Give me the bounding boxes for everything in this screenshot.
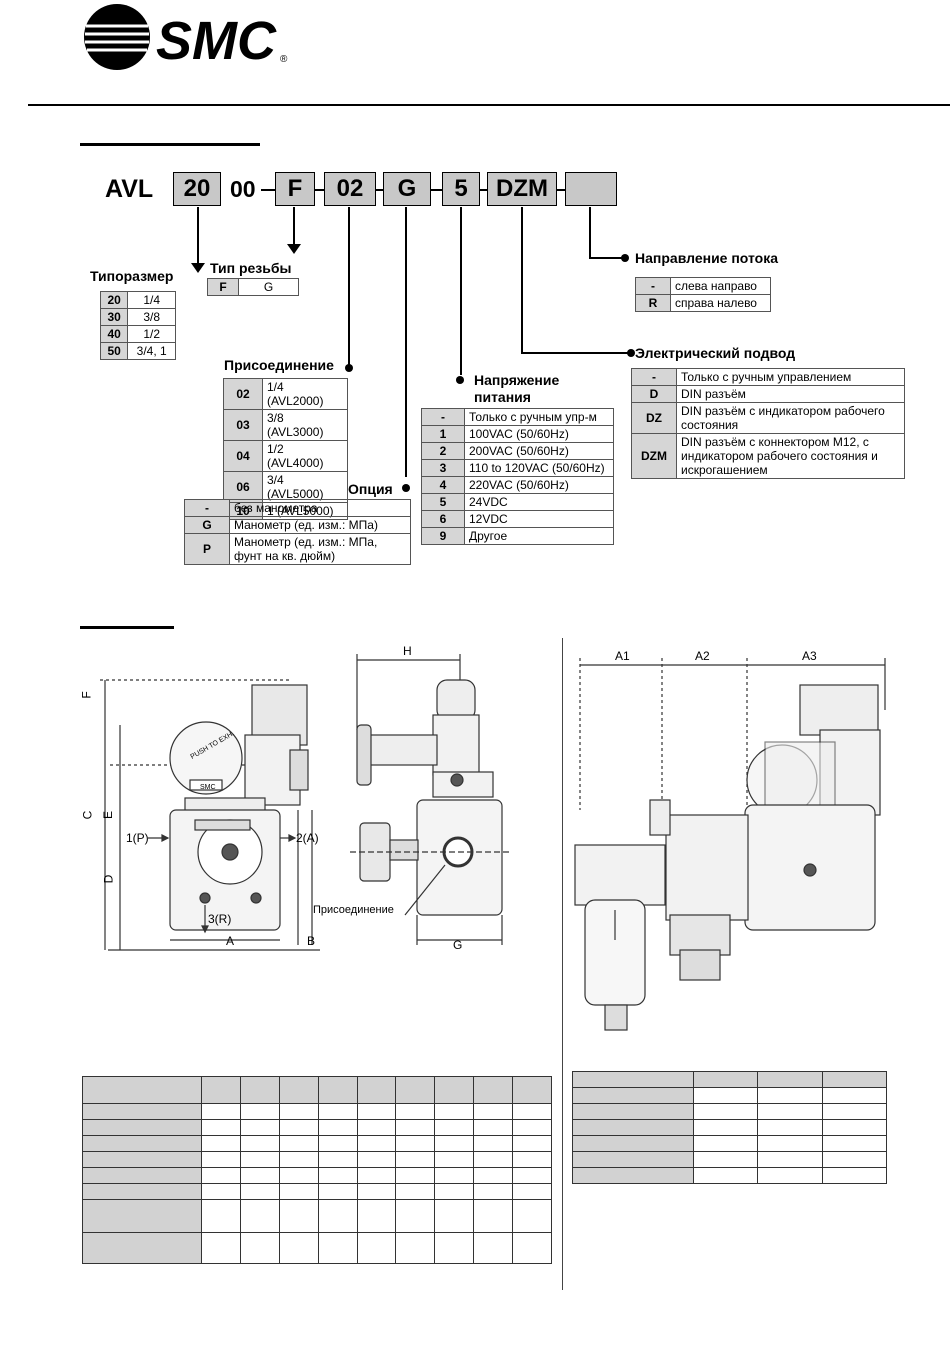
code-dash: [556, 189, 565, 191]
code-dash: [314, 189, 324, 191]
drawing-modular-assembly: A1 A2 A3: [570, 640, 895, 1040]
code-thread: F: [275, 172, 315, 206]
code-flow: [565, 172, 617, 206]
leader-flow: [589, 207, 591, 258]
size-title: Типоразмер: [90, 268, 174, 284]
smc-logo: SMC ®: [82, 2, 297, 77]
bullet: [627, 349, 635, 357]
option-title: Опция: [348, 481, 393, 497]
dimensions-table-left: [82, 1076, 552, 1264]
code-dash: [479, 189, 487, 191]
code-dash: [430, 189, 442, 191]
code-dash: [261, 189, 275, 191]
logo-text: SMC: [156, 11, 277, 71]
bullet: [402, 484, 410, 492]
leader-option: [405, 207, 407, 477]
arrow-icon: [191, 263, 205, 273]
leader-voltage: [460, 207, 462, 375]
arrow-icon: [287, 244, 301, 254]
section-underline-ordering: [80, 143, 260, 146]
voltage-title: Напряжение питания: [474, 372, 560, 405]
code-fixed: 00: [230, 176, 256, 202]
code-electrical: DZM: [487, 172, 557, 206]
code-port: 02: [324, 172, 376, 206]
port-title: Присоединение: [224, 357, 334, 373]
leader-thread: [293, 207, 295, 245]
model-prefix: AVL: [105, 175, 154, 203]
code-option: G: [383, 172, 431, 206]
flow-title: Направление потока: [635, 250, 779, 266]
leader-electrical: [521, 207, 523, 353]
svg-text:®: ®: [280, 54, 288, 65]
drawing-front-view: F C E D 1(P) 2(A) 3(R) A B PUSH TO EXH. …: [80, 640, 340, 960]
bullet: [621, 254, 629, 262]
code-size: 20: [173, 172, 221, 206]
dimensions-table-right: [572, 1071, 888, 1184]
code-dash: [375, 189, 383, 191]
thread-title: Тип резьбы: [210, 260, 292, 276]
section-underline-dimensions: [80, 626, 174, 629]
column-separator: [562, 638, 563, 1290]
leader-size: [197, 207, 199, 267]
leader-electrical-h: [521, 352, 631, 354]
header-rule: [28, 104, 950, 106]
code-voltage: 5: [442, 172, 480, 206]
bullet: [456, 376, 464, 384]
leader-flow-h: [589, 257, 623, 259]
leader-port: [348, 207, 350, 367]
bullet: [345, 364, 353, 372]
drawing-side-view: H G Присоединение: [313, 640, 515, 960]
electrical-title: Электрический подвод: [635, 345, 796, 361]
